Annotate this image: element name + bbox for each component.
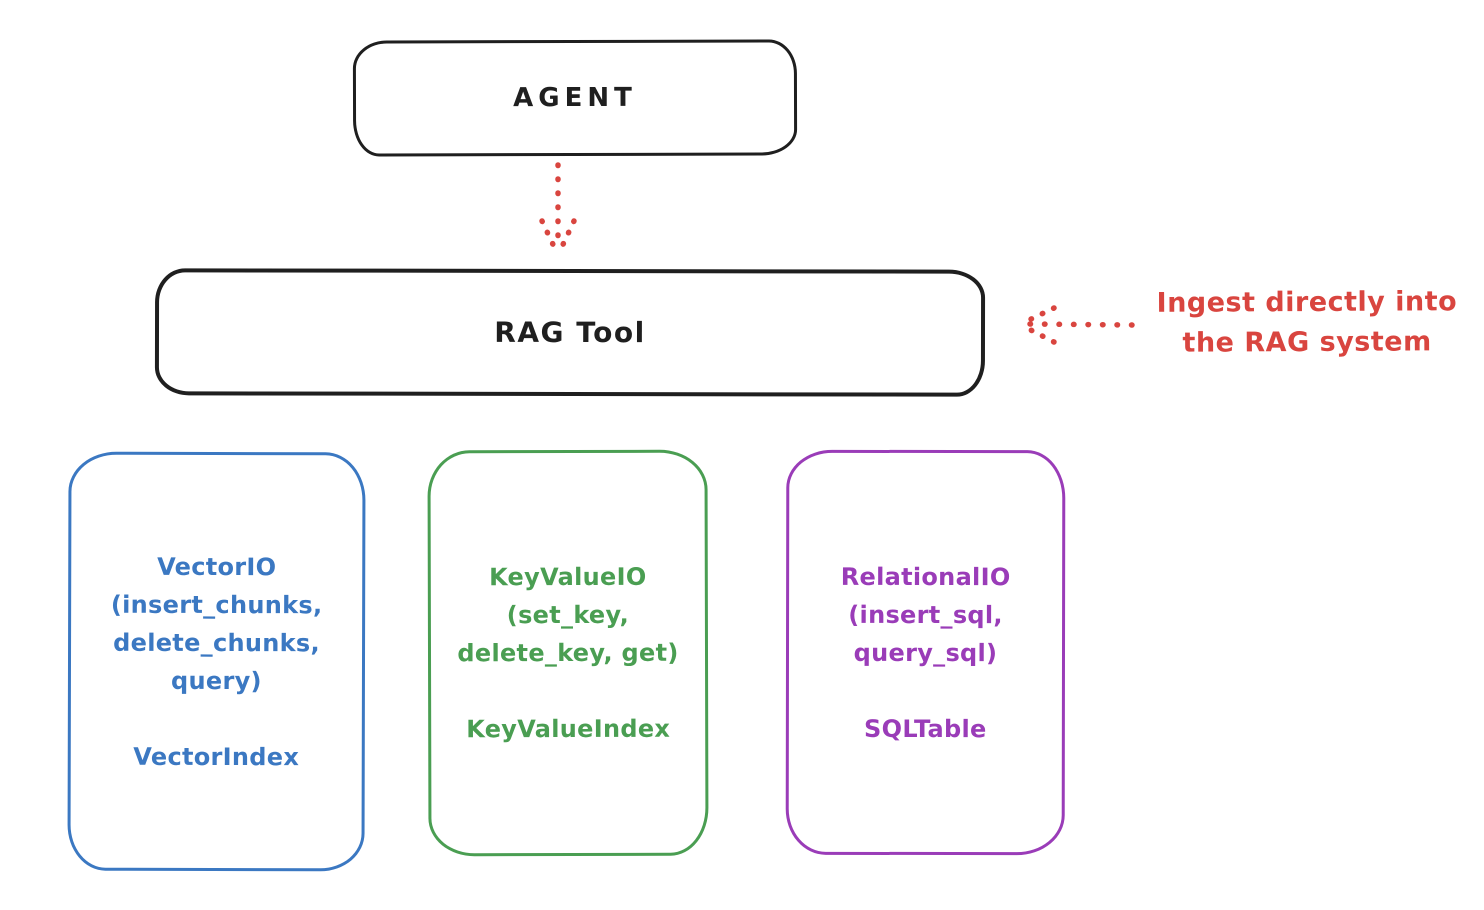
sql-table-label: SQLTable bbox=[864, 714, 987, 743]
relational-io-title-line: query_sql) bbox=[853, 638, 998, 667]
agent-box-label: AGENT bbox=[513, 82, 637, 114]
agent-to-rag-arrow bbox=[539, 162, 577, 256]
ingest-annotation-line1: Ingest directly into bbox=[1156, 286, 1458, 319]
vector-io-title-line: (insert_chunks, bbox=[110, 590, 323, 619]
relational-io-title-line: RelationalIO bbox=[840, 562, 1011, 591]
relational-io-box: RelationalIO (insert_sql, query_sql) SQL… bbox=[785, 449, 1066, 856]
vector-io-title-line: query) bbox=[171, 666, 262, 695]
vector-io-title-line: delete_chunks, bbox=[113, 628, 320, 657]
keyvalue-io-title-line: (set_key, bbox=[506, 600, 630, 630]
vector-io-box: VectorIO (insert_chunks, delete_chunks, … bbox=[67, 451, 366, 872]
ingest-annotation-line2: the RAG system bbox=[1182, 326, 1432, 359]
keyvalue-io-title-line: KeyValueIO bbox=[489, 562, 647, 592]
relational-io-title-line: (insert_sql, bbox=[848, 600, 1003, 629]
keyvalue-io-box: KeyValueIO (set_key, delete_key, get) Ke… bbox=[427, 449, 709, 857]
rag-tool-box-label: RAG Tool bbox=[494, 315, 646, 350]
agent-box: AGENT bbox=[352, 39, 798, 157]
vector-index-label: VectorIndex bbox=[133, 742, 300, 771]
ingest-annotation: Ingest directly into the RAG system bbox=[1140, 282, 1474, 364]
vector-io-title-line: VectorIO bbox=[157, 552, 277, 581]
keyvalue-index-label: KeyValueIndex bbox=[466, 714, 671, 744]
keyvalue-io-title-line: delete_key, get) bbox=[457, 638, 679, 668]
annotation-to-rag-arrow bbox=[1020, 305, 1135, 345]
rag-tool-box: RAG Tool bbox=[154, 268, 986, 397]
